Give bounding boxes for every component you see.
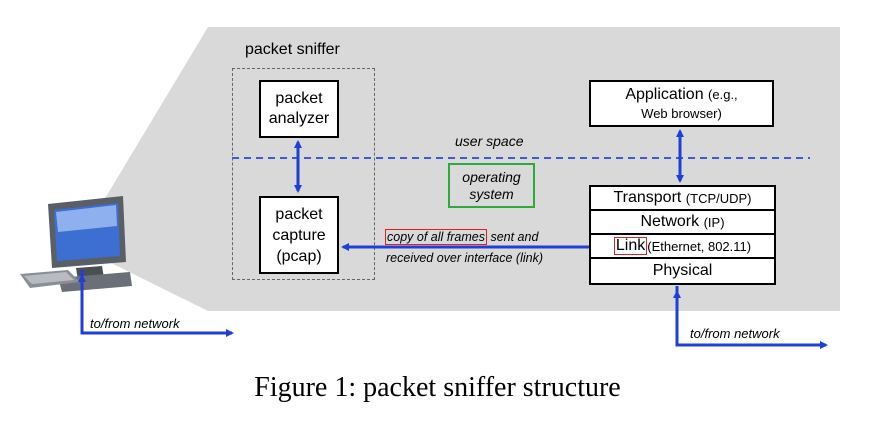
figure-caption: Figure 1: packet sniffer structure	[254, 372, 621, 403]
network-detail: (IP)	[703, 214, 725, 230]
application-label: Application	[625, 85, 704, 103]
operating-system-line2: system	[469, 185, 514, 202]
packet-capture-box: packet capture (pcap)	[259, 196, 339, 274]
packet-sniffer-title: packet sniffer	[245, 41, 340, 58]
to-from-network-left: to/from network	[90, 316, 180, 331]
copy-note-line1: copy of all frames sent and	[385, 229, 539, 245]
packet-analyzer-line2: analyzer	[268, 110, 330, 127]
application-box: Application (e.g., Web browser)	[589, 80, 774, 127]
transport-layer: Transport (TCP/UDP)	[591, 187, 774, 211]
computer-icon	[20, 196, 132, 292]
packet-analyzer-line1: packet	[275, 90, 323, 107]
packet-capture-line2: capture	[272, 226, 326, 244]
network-layer: Network (IP)	[591, 211, 774, 235]
packet-sniffer-group	[232, 68, 375, 280]
network-label: Network	[640, 213, 700, 230]
operating-system-line1: operating	[462, 168, 521, 185]
transport-detail: (TCP/UDP)	[685, 190, 752, 206]
link-detail: (Ethernet, 802.11)	[647, 238, 752, 254]
to-from-network-right: to/from network	[690, 326, 780, 341]
operating-system-box: operating system	[448, 163, 535, 208]
link-label: Link	[613, 237, 648, 255]
link-layer: Link(Ethernet, 802.11)	[591, 235, 774, 259]
packet-capture-line3: (pcap)	[276, 247, 322, 265]
physical-layer: Physical	[591, 259, 774, 283]
application-web-browser: Web browser)	[641, 105, 722, 121]
copy-note-highlight: copy of all frames	[385, 229, 487, 245]
copy-note-line2: received over interface (link)	[386, 251, 544, 265]
packet-capture-line1: packet	[275, 205, 323, 223]
physical-label: Physical	[652, 262, 713, 279]
packet-analyzer-box: packet analyzer	[259, 80, 339, 138]
protocol-stack: Transport (TCP/UDP) Network (IP) Link(Et…	[589, 185, 776, 285]
copy-note-rest: sent and	[486, 230, 539, 244]
user-space-label: user space	[455, 133, 524, 149]
transport-label: Transport	[613, 189, 682, 206]
application-eg: (e.g.,	[708, 86, 738, 102]
